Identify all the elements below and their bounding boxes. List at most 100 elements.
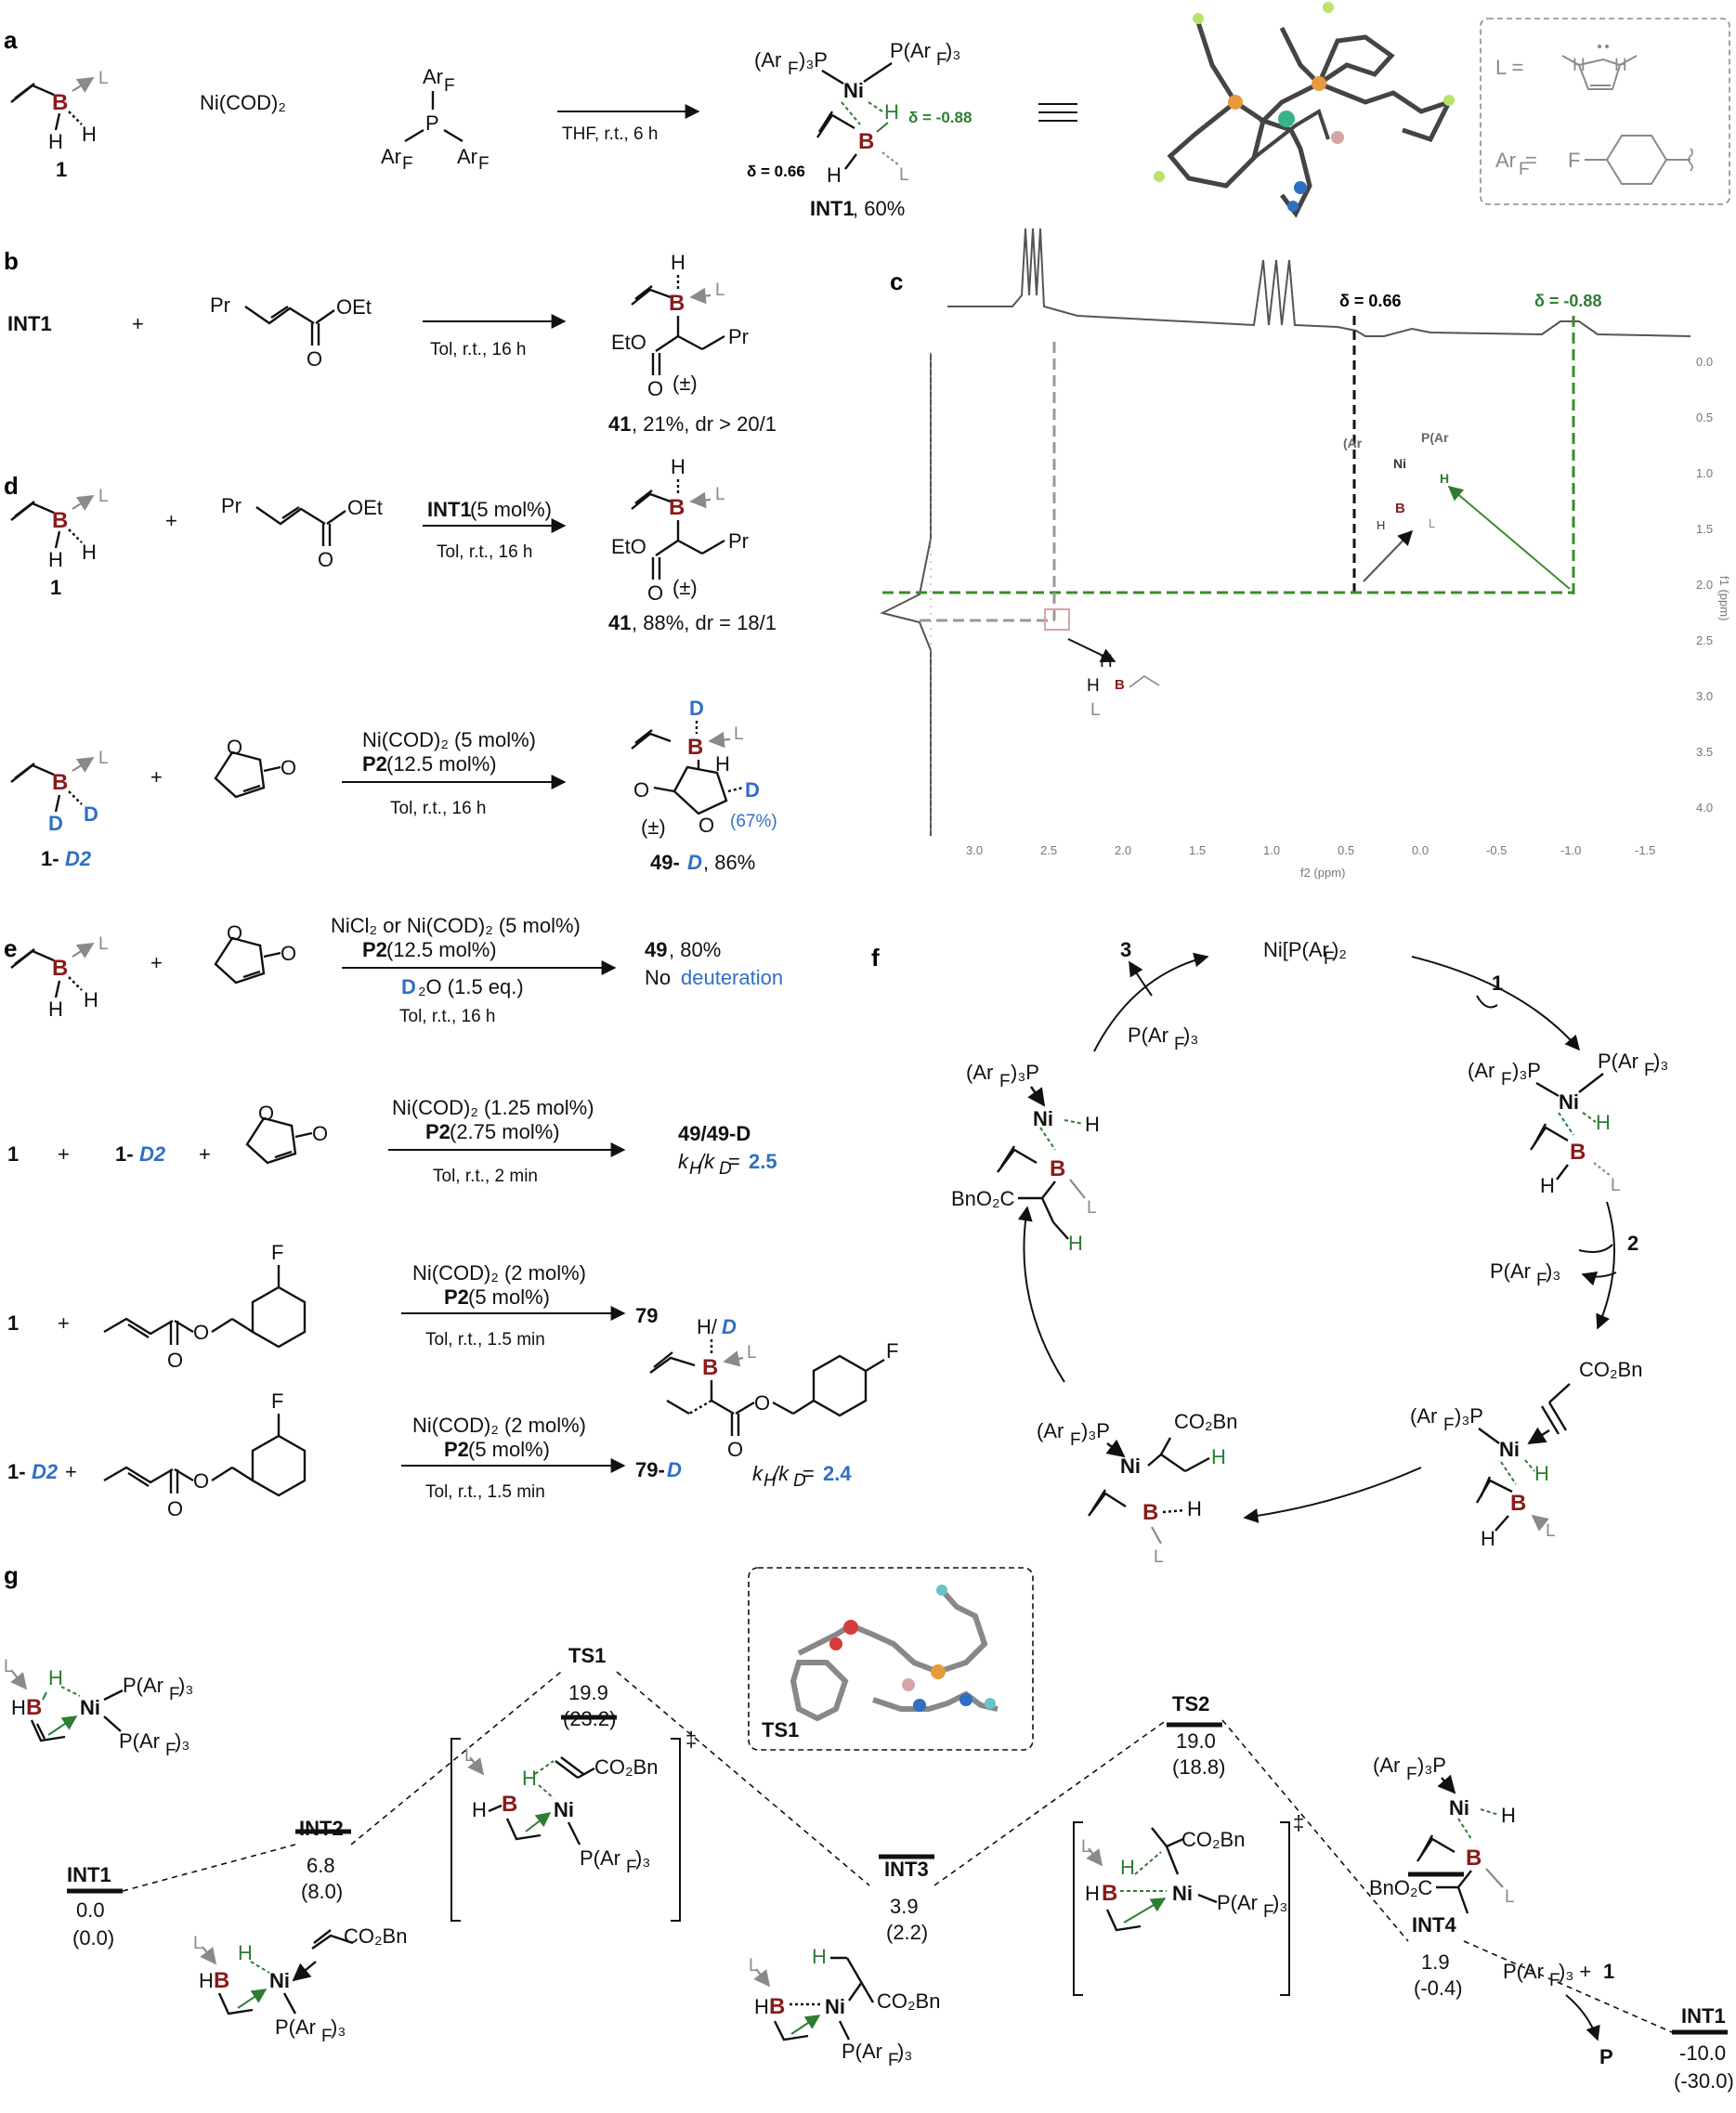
svg-text:Ni: Ni — [1499, 1438, 1520, 1461]
svg-text:P2: P2 — [362, 752, 387, 776]
svg-text:P(Ar: P(Ar — [275, 2015, 316, 2039]
svg-text:3.0: 3.0 — [966, 843, 983, 857]
svg-text:49/49-D: 49/49-D — [678, 1122, 751, 1145]
svg-text:Ni: Ni — [80, 1696, 100, 1719]
svg-text:P(Ar: P(Ar — [1503, 1960, 1544, 1983]
svg-text:F: F — [788, 59, 799, 79]
butenolide-1: O O — [214, 736, 296, 799]
panel-f-cycle: Ni[P(Ar F )₂ 1 3 P(Ar F )₃ (Ar F )₃P P(A… — [951, 938, 1668, 1567]
svg-text:0.5: 0.5 — [1338, 843, 1354, 857]
svg-text:H: H — [812, 1945, 827, 1968]
svg-text:H: H — [1596, 1111, 1611, 1134]
svg-text:L: L — [464, 1746, 475, 1766]
svg-text:1-: 1- — [115, 1142, 134, 1166]
svg-text:B: B — [1142, 1500, 1158, 1525]
svg-text:H: H — [1481, 1527, 1495, 1550]
svg-text:k: k — [752, 1462, 764, 1485]
svg-text:B: B — [1466, 1846, 1481, 1871]
reaction-conditions: THF, r.t., 6 h — [562, 124, 658, 144]
svg-text:F: F — [444, 76, 455, 96]
svg-text:(-30.0): (-30.0) — [1674, 2069, 1734, 2093]
g-int2-structure: L H B H Ni CO₂Bn P(Ar F )₃ — [193, 1924, 407, 2046]
svg-text:H: H — [1440, 471, 1449, 486]
svg-text:B: B — [687, 735, 703, 760]
vinylborane-1: B L H H 1 — [10, 69, 109, 181]
svg-text:(±): (±) — [672, 576, 698, 599]
state-labels: INT1 0.0 (0.0) INT2 6.8 (8.0) TS1 19.9 (… — [67, 1644, 1734, 2093]
svg-text:2.4: 2.4 — [823, 1462, 852, 1485]
svg-text:(5 mol%): (5 mol%) — [470, 498, 552, 521]
svg-text:F: F — [1263, 1902, 1274, 1922]
svg-text:P2: P2 — [362, 938, 387, 961]
svg-text:(±): (±) — [672, 372, 698, 395]
svg-text:O: O — [167, 1349, 183, 1372]
svg-text:EtO: EtO — [611, 331, 646, 354]
svg-text:CO₂Bn: CO₂Bn — [1579, 1358, 1642, 1381]
svg-text:F: F — [1519, 160, 1530, 179]
svg-text:(12.5 mol%): (12.5 mol%) — [386, 752, 497, 776]
svg-text:Ni(COD)₂ (1.25 mol%): Ni(COD)₂ (1.25 mol%) — [392, 1096, 594, 1119]
nickel-atom: Ni — [843, 79, 864, 102]
svg-text:1.0: 1.0 — [1263, 843, 1280, 857]
svg-text:k: k — [678, 1150, 689, 1173]
svg-text:H: H — [84, 988, 98, 1011]
svg-text:)₃: )₃ — [1653, 1050, 1668, 1073]
svg-text:CO₂Bn: CO₂Bn — [594, 1755, 658, 1779]
svg-text:O: O — [193, 1321, 209, 1344]
svg-text:H: H — [884, 100, 899, 124]
svg-text:CO₂Bn: CO₂Bn — [877, 1989, 940, 2013]
svg-text:)₃: )₃ — [175, 1729, 189, 1753]
svg-text:)₃: )₃ — [635, 1846, 650, 1870]
svg-text:1.5: 1.5 — [1696, 522, 1713, 536]
svg-text:deuteration: deuteration — [681, 966, 783, 989]
svg-text:f1 (ppm): f1 (ppm) — [1717, 576, 1731, 620]
svg-text:(Ar: (Ar — [1468, 1059, 1495, 1082]
svg-text:NiCl₂ or Ni(COD)₂ (5 mol%): NiCl₂ or Ni(COD)₂ (5 mol%) — [331, 914, 581, 937]
boron-atom: B — [52, 90, 68, 115]
svg-text:Tol, r.t., 16 h: Tol, r.t., 16 h — [437, 542, 533, 562]
product-49-D: D B L O O H D (67%) (±) 49- D , 86% — [631, 697, 777, 874]
panel-g-energy-profile: INT1 0.0 (0.0) INT2 6.8 (8.0) TS1 19.9 (… — [4, 1567, 1734, 2093]
int1-structure: (Ar F )₃P P(Ar F )₃ Ni H B H L δ = 0.66 … — [747, 39, 972, 220]
svg-text:D2: D2 — [65, 847, 92, 870]
svg-text:H: H — [671, 455, 685, 478]
g-ts2-bracket: ‡ CO₂Bn L H B H Ni P(Ar F )₃ — [1073, 1811, 1304, 1996]
svg-text:, 60%: , 60% — [853, 197, 905, 220]
svg-text:O: O — [307, 347, 322, 371]
svg-text:H: H — [238, 1941, 253, 1964]
svg-text:Ni: Ni — [269, 1969, 290, 1992]
svg-text:1: 1 — [1603, 1960, 1614, 1983]
svg-text:Tol, r.t., 1.5 min: Tol, r.t., 1.5 min — [425, 1330, 545, 1350]
svg-text:79-: 79- — [635, 1458, 665, 1481]
svg-text:H: H — [1087, 676, 1100, 696]
svg-text:P2: P2 — [425, 1120, 450, 1143]
svg-text:Ni: Ni — [1559, 1090, 1579, 1114]
svg-text:Tol, r.t., 16 h: Tol, r.t., 16 h — [390, 799, 487, 818]
svg-text:CO₂Bn: CO₂Bn — [344, 1924, 407, 1948]
svg-text:F: F — [478, 154, 489, 174]
panel-label-g: g — [4, 1561, 19, 1589]
svg-text:)₃P: )₃P — [1455, 1404, 1483, 1428]
svg-text:(12.5 mol%): (12.5 mol%) — [386, 938, 497, 961]
profile-connectors — [122, 1671, 1673, 2033]
svg-text:D: D — [719, 1159, 732, 1179]
svg-text:F: F — [1070, 1430, 1081, 1450]
svg-text:H: H — [472, 1798, 487, 1821]
panel-label-e: e — [4, 934, 17, 962]
svg-text:H: H — [1120, 1856, 1135, 1879]
svg-text:F: F — [999, 1072, 1011, 1091]
g-int1-structure: L H B H Ni P(Ar F )₃ P(Ar F )₃ — [4, 1657, 193, 1760]
svg-text:Ar: Ar — [457, 145, 477, 168]
svg-text:41: 41 — [608, 412, 631, 436]
svg-text:L: L — [715, 280, 725, 300]
svg-text:)₃: )₃ — [331, 2015, 346, 2039]
svg-text:49: 49 — [645, 938, 667, 961]
svg-text:B: B — [1570, 1140, 1586, 1165]
svg-text:D: D — [689, 697, 704, 720]
svg-text:)₃ +: )₃ + — [1559, 1960, 1591, 1983]
svg-text:)₃: )₃ — [897, 2040, 912, 2063]
svg-text:O: O — [227, 921, 242, 945]
svg-text:1-: 1- — [41, 847, 59, 870]
svg-text:P: P — [1599, 2045, 1613, 2068]
svg-text:L: L — [1429, 516, 1435, 530]
